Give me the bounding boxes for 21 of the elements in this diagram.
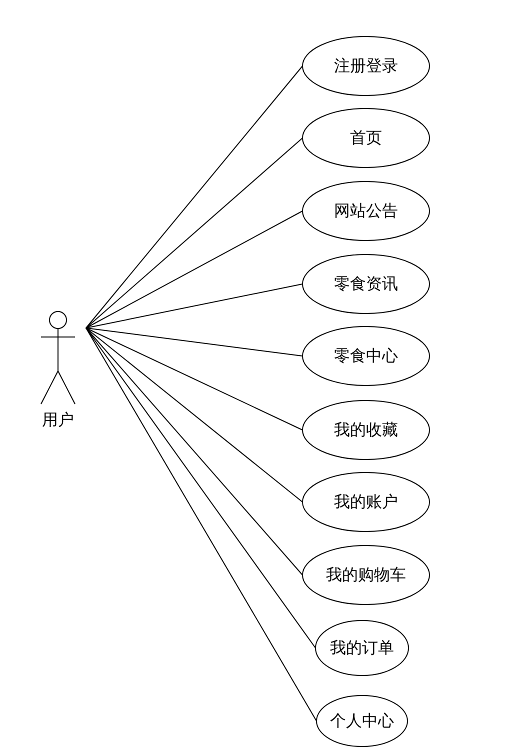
association-line (86, 210, 303, 328)
use-case-label: 首页 (349, 128, 383, 148)
association-line (86, 328, 316, 648)
use-case-label: 我的账户 (333, 492, 399, 512)
use-case-label: 网站公告 (333, 201, 399, 221)
association-line (86, 66, 303, 328)
use-case-label: 个人中心 (329, 711, 395, 731)
actor-label: 用户 (41, 410, 75, 430)
association-line (86, 284, 303, 328)
association-line (86, 328, 303, 576)
use-case-label: 零食资讯 (333, 274, 399, 294)
use-case-label: 我的收藏 (333, 420, 399, 440)
association-line (86, 138, 303, 328)
association-line (86, 328, 303, 502)
use-case-label: 零食中心 (333, 346, 399, 366)
association-line (86, 328, 303, 356)
association-line (86, 328, 317, 722)
use-case-label: 我的订单 (329, 638, 395, 658)
use-case-label: 注册登录 (333, 56, 399, 76)
use-case-label: 我的购物车 (325, 565, 407, 585)
association-line (86, 328, 303, 430)
